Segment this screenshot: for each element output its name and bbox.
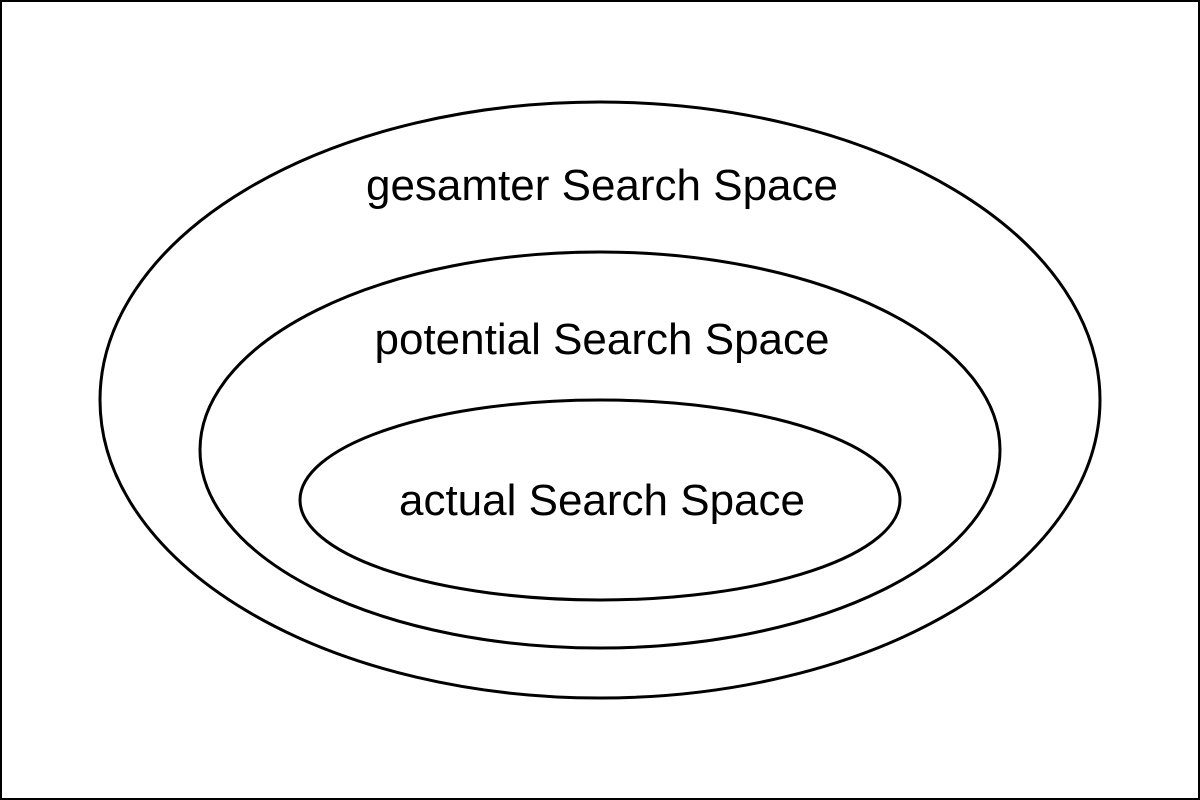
inner-ellipse — [298, 398, 902, 602]
inner-ellipse-label: actual Search Space — [399, 476, 805, 525]
middle-ellipse — [198, 250, 1002, 650]
middle-ellipse-label: potential Search Space — [375, 315, 830, 364]
outer-ellipse-label: gesamter Search Space — [366, 161, 838, 210]
outer-ellipse — [98, 100, 1102, 700]
